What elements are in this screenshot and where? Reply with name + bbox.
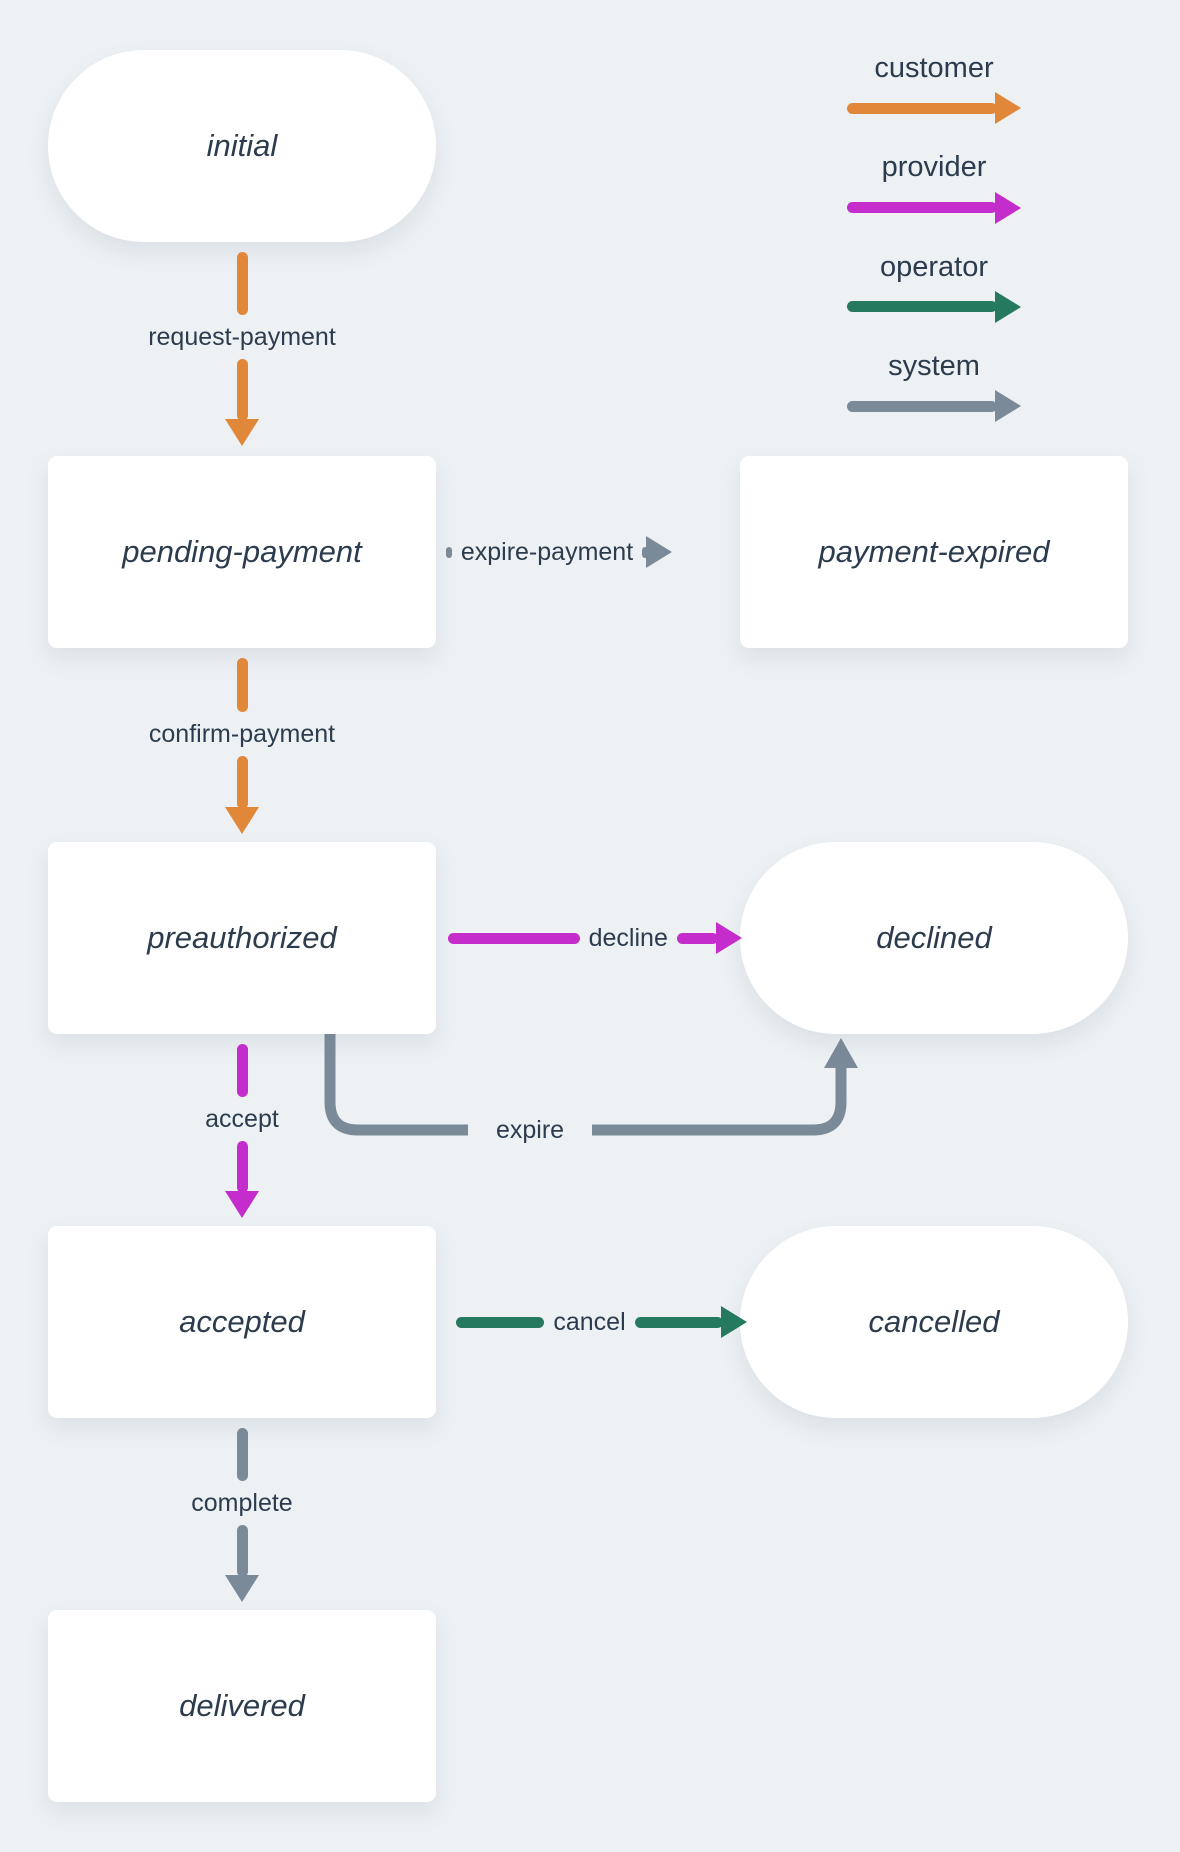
- arrow-line: [456, 1316, 545, 1328]
- actor-legend: customer provider operator system: [740, 50, 1128, 447]
- arrowhead-right-icon: [646, 536, 672, 568]
- node-label: preauthorized: [147, 920, 337, 955]
- arrowhead-down-icon: [225, 807, 259, 834]
- arrow-line: [236, 358, 248, 421]
- edge-label: complete: [191, 1488, 293, 1517]
- legend-item-customer: customer: [740, 50, 1128, 125]
- legend-label: operator: [879, 250, 988, 283]
- legend-label: customer: [874, 52, 994, 84]
- legend-label: system: [888, 349, 980, 382]
- arrow-line: [236, 755, 248, 809]
- arrow-line: [448, 932, 580, 944]
- edge-decline: decline: [448, 922, 742, 954]
- node-preauthorized: preauthorized: [48, 842, 436, 1034]
- expire-curve-arrowhead-icon: [824, 1038, 858, 1068]
- arrow-line: [236, 1428, 248, 1481]
- legend-item-provider: provider: [740, 149, 1128, 224]
- node-initial: initial: [48, 50, 436, 242]
- legend-arrow-operator: [847, 290, 1021, 323]
- arrow-line: [847, 301, 997, 313]
- legend-item-operator: operator: [740, 249, 1128, 323]
- node-cancelled: cancelled: [740, 1226, 1128, 1418]
- edge-label: request-payment: [148, 322, 336, 351]
- arrow-line: [446, 546, 452, 558]
- node-pending-payment: pending-payment: [48, 456, 436, 648]
- legend-arrow-provider: [847, 191, 1021, 224]
- edge-expire-payment: expire-payment: [446, 536, 672, 568]
- legend-arrow-system: [847, 390, 1021, 422]
- node-delivered: delivered: [48, 1610, 436, 1802]
- node-label: cancelled: [868, 1304, 1000, 1339]
- node-label: initial: [206, 128, 278, 163]
- arrow-line: [236, 252, 248, 315]
- arrowhead-down-icon: [225, 1575, 259, 1602]
- arrow-line: [634, 1316, 724, 1328]
- legend-label: provider: [881, 151, 987, 184]
- arrow-line: [236, 1044, 248, 1097]
- edge-cancel: cancel: [456, 1306, 748, 1338]
- arrow-line: [642, 546, 648, 558]
- arrowhead-right-icon: [721, 1306, 748, 1338]
- node-declined: declined: [740, 842, 1128, 1034]
- arrow-line: [236, 658, 248, 712]
- node-label: accepted: [179, 1304, 305, 1339]
- arrowhead-down-icon: [225, 1191, 259, 1218]
- arrowhead-right-icon: [995, 191, 1021, 224]
- legend-item-system: system: [740, 348, 1128, 422]
- legend-arrow-customer: [847, 92, 1021, 125]
- node-label: delivered: [179, 1688, 305, 1723]
- edge-label: cancel: [553, 1308, 626, 1336]
- arrow-line: [847, 202, 997, 213]
- edge-accept: accept: [112, 1044, 372, 1218]
- arrow-line: [847, 102, 997, 114]
- edge-complete: complete: [112, 1428, 372, 1602]
- arrowhead-down-icon: [225, 419, 259, 446]
- arrow-line: [236, 1140, 248, 1193]
- arrowhead-right-icon: [995, 290, 1021, 323]
- arrowhead-right-icon: [995, 390, 1021, 422]
- edge-label: accept: [205, 1104, 279, 1133]
- node-label: payment-expired: [818, 534, 1050, 569]
- node-accepted: accepted: [48, 1226, 436, 1418]
- edge-request-payment: request-payment: [112, 252, 372, 446]
- arrowhead-right-icon: [716, 922, 742, 954]
- edge-label: confirm-payment: [148, 719, 336, 748]
- edge-confirm-payment: confirm-payment: [112, 658, 372, 834]
- node-label: declined: [876, 920, 992, 955]
- edge-label-expire: expire: [468, 1112, 592, 1149]
- node-payment-expired: payment-expired: [740, 456, 1128, 648]
- arrow-line: [676, 932, 718, 944]
- node-label: pending-payment: [122, 534, 362, 569]
- edge-label: decline: [588, 924, 668, 952]
- edge-label: expire-payment: [460, 538, 634, 566]
- arrow-line: [847, 400, 997, 412]
- arrowhead-right-icon: [995, 92, 1021, 125]
- arrow-line: [236, 1524, 248, 1577]
